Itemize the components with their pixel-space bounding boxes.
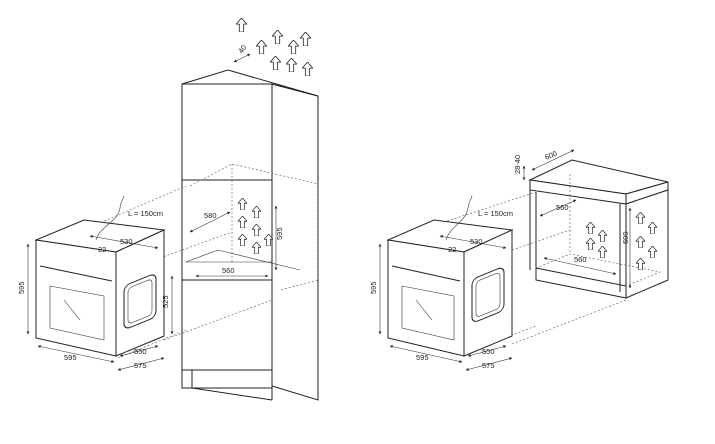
airflow-up-icon [236, 18, 247, 32]
oven-depth-top-label: 530 [120, 237, 133, 246]
oven-window [49, 285, 105, 341]
counter-width-label: 600 [543, 149, 558, 162]
oven-window [401, 285, 455, 341]
oven-front [387, 239, 465, 357]
oven-side [463, 229, 513, 357]
tall-cabinet: 40 580 560 595 [181, 43, 319, 401]
niche-depth-label-right: 560 [556, 203, 569, 212]
oven-small-label: 22 [98, 245, 106, 254]
oven-side [115, 229, 165, 357]
oven-depth-bottom-label: 550 [134, 347, 147, 356]
oven-width-label: 595 [64, 353, 77, 362]
airflow-up-icon [256, 40, 267, 54]
undercounter-group: 28-40 600 560 560 600 [369, 149, 669, 371]
undercounter-cabinet: 28-40 600 560 560 600 [513, 149, 669, 299]
cabinet-lower-door [181, 279, 273, 389]
niche-depth-label: 580 [204, 211, 217, 220]
niche-width-label: 560 [222, 266, 235, 275]
airflow-up-icon [272, 30, 283, 44]
airflow-up-icon [270, 56, 281, 70]
cable-length-label: L = 150cm [128, 209, 163, 218]
oven-width-label-right: 595 [416, 353, 429, 362]
niche-height-label-right: 600 [621, 231, 630, 244]
oven-height-label-right: 595 [369, 281, 378, 294]
tall-cabinet-group: 40 580 560 595 [17, 18, 319, 401]
cabinet-upper-door [181, 83, 273, 181]
airflow-up-icon [286, 58, 297, 72]
gap-label: 28-40 [513, 155, 522, 174]
vent-gap-label: 40 [236, 43, 248, 55]
airflow-up-icon [586, 238, 595, 250]
airflow-up-icon [598, 230, 607, 242]
oven-depth-bottom-label-right: 550 [482, 347, 495, 356]
airflow-up-icon [288, 40, 299, 54]
oven-depth-total-label: 575 [134, 361, 147, 370]
oven-height-label: 595 [17, 281, 26, 294]
cabinet-side-panel [271, 83, 319, 401]
niche-height-label: 595 [275, 227, 284, 240]
cabinet-shelf [535, 267, 627, 299]
airflow-up-icon [598, 246, 607, 258]
niche-width-label-right: 560 [574, 255, 587, 264]
oven-depth-top-label-right: 530 [470, 237, 483, 246]
oven-right: L = 150cm 595 595 530 22 550 575 [369, 195, 514, 371]
oven-depth-total-label-right: 575 [482, 361, 495, 370]
oven-left: L = 150cm 595 595 530 22 525 550 575 [17, 195, 174, 371]
airflow-up-icon [300, 32, 311, 46]
oven-small-label-right: 22 [448, 245, 456, 254]
airflow-arrows-top [236, 18, 313, 76]
airflow-up-icon [302, 62, 313, 76]
cable-length-label-right: L = 150cm [478, 209, 513, 218]
airflow-up-icon [586, 222, 595, 234]
oven-depth-side-label: 525 [161, 295, 170, 308]
